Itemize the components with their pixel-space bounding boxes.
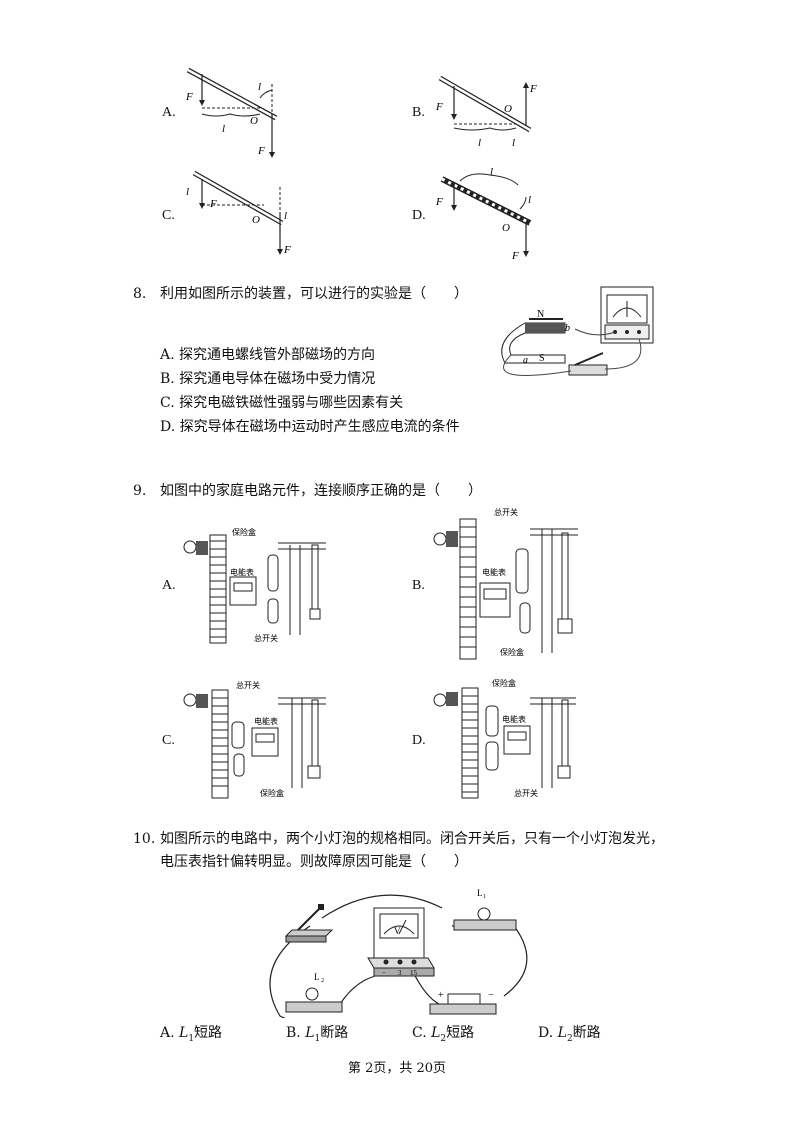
svg-text:保险盒: 保险盒	[260, 788, 284, 798]
svg-text:O: O	[504, 103, 512, 115]
svg-text:l: l	[528, 194, 531, 206]
svg-text:l: l	[258, 81, 261, 93]
svg-text:l: l	[478, 137, 481, 149]
svg-text:−: −	[488, 990, 494, 1001]
svg-text:总开关: 总开关	[514, 788, 538, 798]
q10-option-d[interactable]: D. L2断路	[538, 1025, 601, 1044]
svg-text:电能表: 电能表	[482, 567, 506, 577]
q10-option-b[interactable]: B. L1断路	[286, 1025, 349, 1044]
q10-circuit-figure: V − 3 15 L a 1 L 2 + −	[269, 888, 528, 1018]
svg-text:O: O	[250, 115, 258, 127]
q8-option-b[interactable]: B. 探究通电导体在磁场中受力情况	[160, 371, 376, 387]
q8-magnet-galvanometer-figure: N S a b	[501, 286, 654, 376]
svg-text:保险盒: 保险盒	[492, 678, 516, 688]
q10-stem-line1: 如图所示的电路中，两个小灯泡的规格相同。闭合开关后，只有一个小灯泡发光，	[160, 831, 664, 847]
q8-option-c[interactable]: C. 探究电磁铁磁性强弱与哪些因素有关	[160, 395, 404, 411]
svg-text:L: L	[477, 888, 483, 898]
q9-number: 9.	[133, 483, 147, 499]
q9-circuit-figure-b: 总开关 电能表 保险盒	[433, 507, 578, 660]
svg-text:保险盒: 保险盒	[500, 647, 524, 657]
q8-stem: 利用如图所示的装置，可以进行的实验是（ ）	[160, 286, 468, 302]
q9-option-b-letter[interactable]: B.	[412, 578, 425, 593]
svg-text:a: a	[523, 355, 528, 366]
q10-option-a[interactable]: A. L1短路	[160, 1025, 223, 1044]
svg-text:3: 3	[398, 969, 402, 977]
q8-option-d[interactable]: D. 探究导体在磁场中运动时产生感应电流的条件	[160, 419, 460, 435]
svg-text:15: 15	[410, 969, 418, 977]
svg-text:l: l	[512, 137, 515, 149]
svg-text:N: N	[537, 309, 544, 320]
q7a-f1-label: F	[185, 91, 193, 103]
q7-lever-figure-a: F l l O F	[185, 67, 278, 158]
svg-text:总开关: 总开关	[236, 680, 260, 690]
svg-text:l: l	[490, 166, 493, 178]
q9-option-d-letter[interactable]: D.	[412, 733, 426, 748]
svg-text:l: l	[284, 210, 287, 222]
svg-text:l: l	[186, 186, 189, 198]
svg-text:V: V	[394, 926, 401, 936]
svg-text:F: F	[257, 145, 265, 157]
svg-text:2: 2	[321, 978, 324, 984]
q7-lever-figure-b: F F O l l	[435, 75, 537, 149]
svg-text:F: F	[511, 250, 519, 262]
q9-circuit-figure-d: 保险盒 电能表 总开关	[433, 678, 576, 799]
page-footer: 第 2页，共 20页	[347, 1061, 447, 1076]
q10-stem-line2: 电压表指针偏转明显。则故障原因可能是（ ）	[160, 854, 468, 870]
svg-text:O: O	[502, 222, 510, 234]
svg-text:l: l	[222, 123, 225, 135]
svg-text:L: L	[314, 972, 320, 982]
svg-text:b: b	[565, 323, 570, 334]
svg-text:O: O	[252, 214, 260, 226]
svg-text:F: F	[283, 244, 291, 256]
q8-option-a[interactable]: A. 探究通电螺线管外部磁场的方向	[160, 347, 376, 363]
svg-text:F: F	[435, 101, 443, 113]
q9-stem: 如图中的家庭电路元件，连接顺序正确的是（ ）	[160, 483, 482, 499]
svg-text:1: 1	[483, 894, 486, 900]
q9-option-c-letter[interactable]: C.	[162, 733, 175, 748]
svg-text:−: −	[382, 969, 386, 977]
q10-option-c[interactable]: C. L2短路	[412, 1025, 475, 1044]
q7-option-c-letter[interactable]: C.	[162, 208, 175, 223]
q8-number: 8.	[133, 286, 147, 302]
q9-option-a-letter[interactable]: A.	[162, 578, 176, 593]
q7-lever-figure-c: l F O l F	[186, 170, 291, 256]
q7-lever-figure-d: F l l O F	[435, 166, 532, 262]
svg-text:电能表: 电能表	[254, 716, 278, 726]
q9-circuit-figure-a: 保险盒 电能表 总开关	[183, 527, 326, 644]
svg-text:电能表: 电能表	[230, 567, 254, 577]
svg-text:电能表: 电能表	[502, 714, 526, 724]
svg-text:F: F	[209, 198, 217, 210]
svg-text:S: S	[539, 353, 545, 364]
q10-number: 10.	[133, 831, 156, 847]
q7-option-d-letter[interactable]: D.	[412, 208, 426, 223]
svg-text:总开关: 总开关	[254, 633, 278, 643]
svg-text:保险盒: 保险盒	[232, 527, 256, 537]
q9-circuit-figure-c: 总开关 电能表 保险盒	[183, 680, 326, 799]
q7-option-a-letter[interactable]: A.	[162, 105, 176, 120]
svg-text:+: +	[438, 990, 444, 1001]
svg-text:总开关: 总开关	[494, 507, 518, 517]
svg-text:F: F	[529, 83, 537, 95]
q7-option-b-letter[interactable]: B.	[412, 105, 425, 120]
svg-text:F: F	[435, 196, 443, 208]
